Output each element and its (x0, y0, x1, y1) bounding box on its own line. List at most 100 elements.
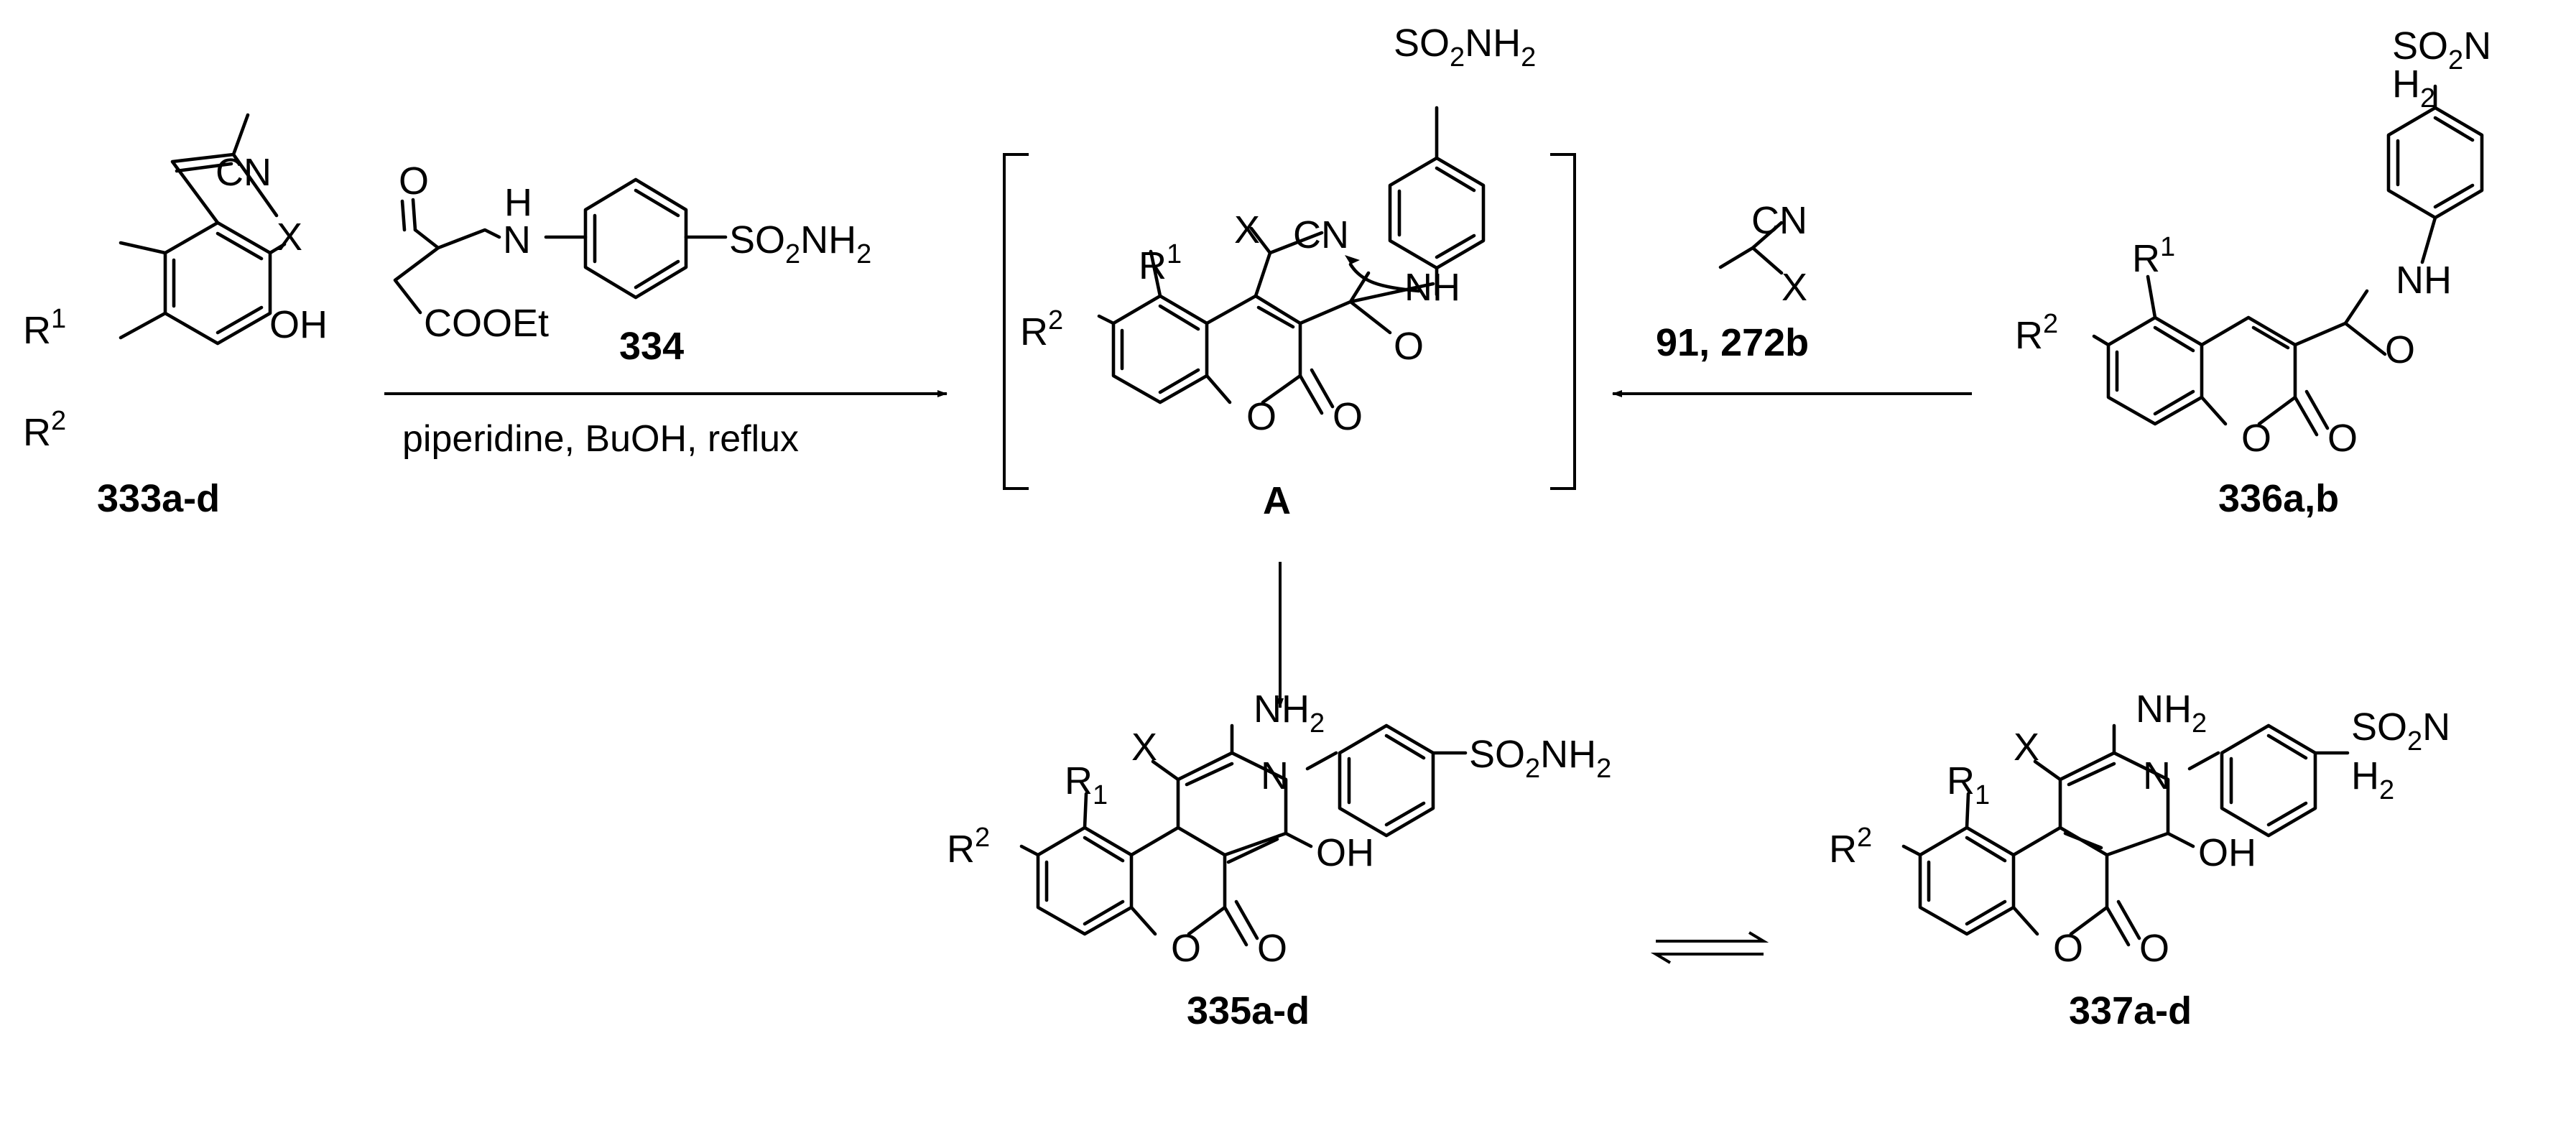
so-label: SO (2351, 706, 2407, 749)
conditions-right: 91, 272b (1656, 321, 1809, 364)
nh-label: NH (800, 218, 856, 262)
compound-label-335: 335a-d (1187, 989, 1310, 1032)
svg-text:SO2NH2: SO2NH2 (729, 218, 871, 269)
carbonyl-o: O (399, 159, 429, 203)
svg-text:R2: R2 (1020, 305, 1063, 353)
compound-label-a: A (1263, 479, 1291, 522)
r1-label: R (1139, 244, 1167, 287)
nh2-label: NH (1254, 688, 1310, 731)
r2-label: R (947, 828, 975, 871)
r1-label: R (1065, 759, 1093, 802)
x-label: X (1131, 726, 1157, 769)
cn-label: CN (1751, 199, 1807, 242)
r1-sup: 1 (51, 304, 66, 334)
x-label: X (1782, 266, 1807, 309)
svg-text:SO2N: SO2N (2351, 706, 2450, 757)
amide-o: O (1394, 325, 1424, 368)
r2-sup: 2 (2043, 309, 2058, 339)
r1-label: R (2132, 237, 2160, 280)
oh-label: OH (269, 303, 328, 346)
svg-text:NH2: NH2 (2136, 688, 2207, 739)
r2-sup: 2 (975, 823, 990, 853)
svg-text:SO2NH2: SO2NH2 (1394, 22, 1536, 73)
ring-o: O (2053, 927, 2083, 970)
amide-n: N (503, 218, 531, 262)
r2-label: R (1829, 828, 1857, 871)
svg-text:R1: R1 (1139, 239, 1182, 287)
so-sub: 2 (1450, 42, 1465, 73)
h2-label: H (2392, 63, 2420, 106)
equilibrium-arrows (1650, 931, 1769, 964)
n-label: N (1261, 754, 1289, 797)
amide-h: H (504, 181, 532, 224)
lactone-o: O (1257, 927, 1287, 970)
svg-text:R1: R1 (2132, 232, 2175, 280)
r2-sup: 2 (1048, 305, 1063, 336)
svg-text:SO2NH2: SO2NH2 (1469, 733, 1611, 784)
r2-label: R (2015, 314, 2043, 357)
nh2-label: NH (2136, 688, 2192, 731)
so2n-n: N (2463, 24, 2491, 68)
x-label: X (2014, 726, 2039, 769)
compound-label-333: 333a-d (97, 477, 220, 520)
svg-text:R1: R1 (1065, 759, 1108, 810)
compound-337: N X NH2 OH O O SO2N H2 R1 R2 337a-d (1829, 688, 2450, 1032)
nh-label: NH (1404, 266, 1460, 309)
so-sub: 2 (2407, 726, 2422, 757)
cn-label: CN (1293, 213, 1349, 256)
r1-sup: 1 (1167, 239, 1182, 269)
r2-sup: 2 (1857, 823, 1872, 853)
compound-334: O H N SO2NH2 COOEt 334 (393, 159, 871, 368)
so-label: SO (1469, 733, 1525, 776)
svg-text:R2: R2 (1829, 823, 1872, 871)
svg-text:R2: R2 (23, 406, 66, 454)
so-label: SO (1394, 22, 1450, 65)
svg-text:R1: R1 (23, 304, 66, 352)
r1-sub: 1 (1975, 780, 1990, 810)
lactone-o: O (2327, 417, 2358, 460)
amide-o: O (2385, 328, 2415, 371)
nh-label: NH (1540, 733, 1596, 776)
ring-o: O (2241, 417, 2271, 460)
compound-333: CN X OH R1 R2 333a-d (23, 113, 328, 520)
so-sub: 2 (785, 239, 800, 269)
h2-sub: 2 (2379, 775, 2394, 805)
svg-text:H2: H2 (2392, 63, 2435, 114)
r2-label: R (23, 411, 51, 454)
r2-label: R (1020, 310, 1048, 353)
oh-label: OH (1316, 831, 1374, 874)
nh2-sub: 2 (1521, 42, 1536, 73)
svg-text:NH2: NH2 (1254, 688, 1325, 739)
r1-sup: 1 (2160, 232, 2175, 262)
r1-label: R (23, 309, 51, 352)
nh-sub: 2 (1596, 754, 1611, 784)
h2-label: H (2351, 754, 2379, 797)
ring-o: O (1246, 395, 1277, 438)
svg-text:R1: R1 (1947, 759, 1990, 810)
h2-sub: 2 (2420, 83, 2435, 114)
so2n-n: N (2422, 706, 2450, 749)
reagent-91: CN X (1718, 199, 1807, 309)
nh-label: NH (2396, 259, 2452, 302)
so-sub: 2 (1525, 754, 1540, 784)
oh-label: OH (2198, 831, 2256, 874)
intermediate-a: X CN NH O O O SO2NH2 R1 R2 A (1020, 22, 1536, 522)
svg-text:H2: H2 (2351, 754, 2394, 805)
x-label: X (1234, 208, 1260, 251)
nh2-label: NH (1465, 22, 1521, 65)
r2-sup: 2 (51, 406, 66, 436)
nh-sub: 2 (856, 239, 871, 269)
svg-text:SO2N: SO2N (2392, 24, 2491, 75)
x-label: X (277, 216, 302, 259)
compound-336: SO2N H2 NH O O O R1 R2 336a,b (2015, 24, 2491, 520)
lactone-o: O (1333, 395, 1363, 438)
bracket-right (1550, 153, 1576, 490)
compound-label-334: 334 (619, 325, 684, 368)
n-label: N (2143, 754, 2171, 797)
compound-label-336: 336a,b (2218, 477, 2339, 520)
cooet-label: COOEt (424, 302, 549, 345)
r1-label: R (1947, 759, 1975, 802)
compound-335: N X NH2 OH O O SO2NH2 R1 R2 335a-d (947, 688, 1611, 1032)
conditions-left: piperidine, BuOH, reflux (402, 418, 799, 460)
svg-text:R2: R2 (947, 823, 990, 871)
